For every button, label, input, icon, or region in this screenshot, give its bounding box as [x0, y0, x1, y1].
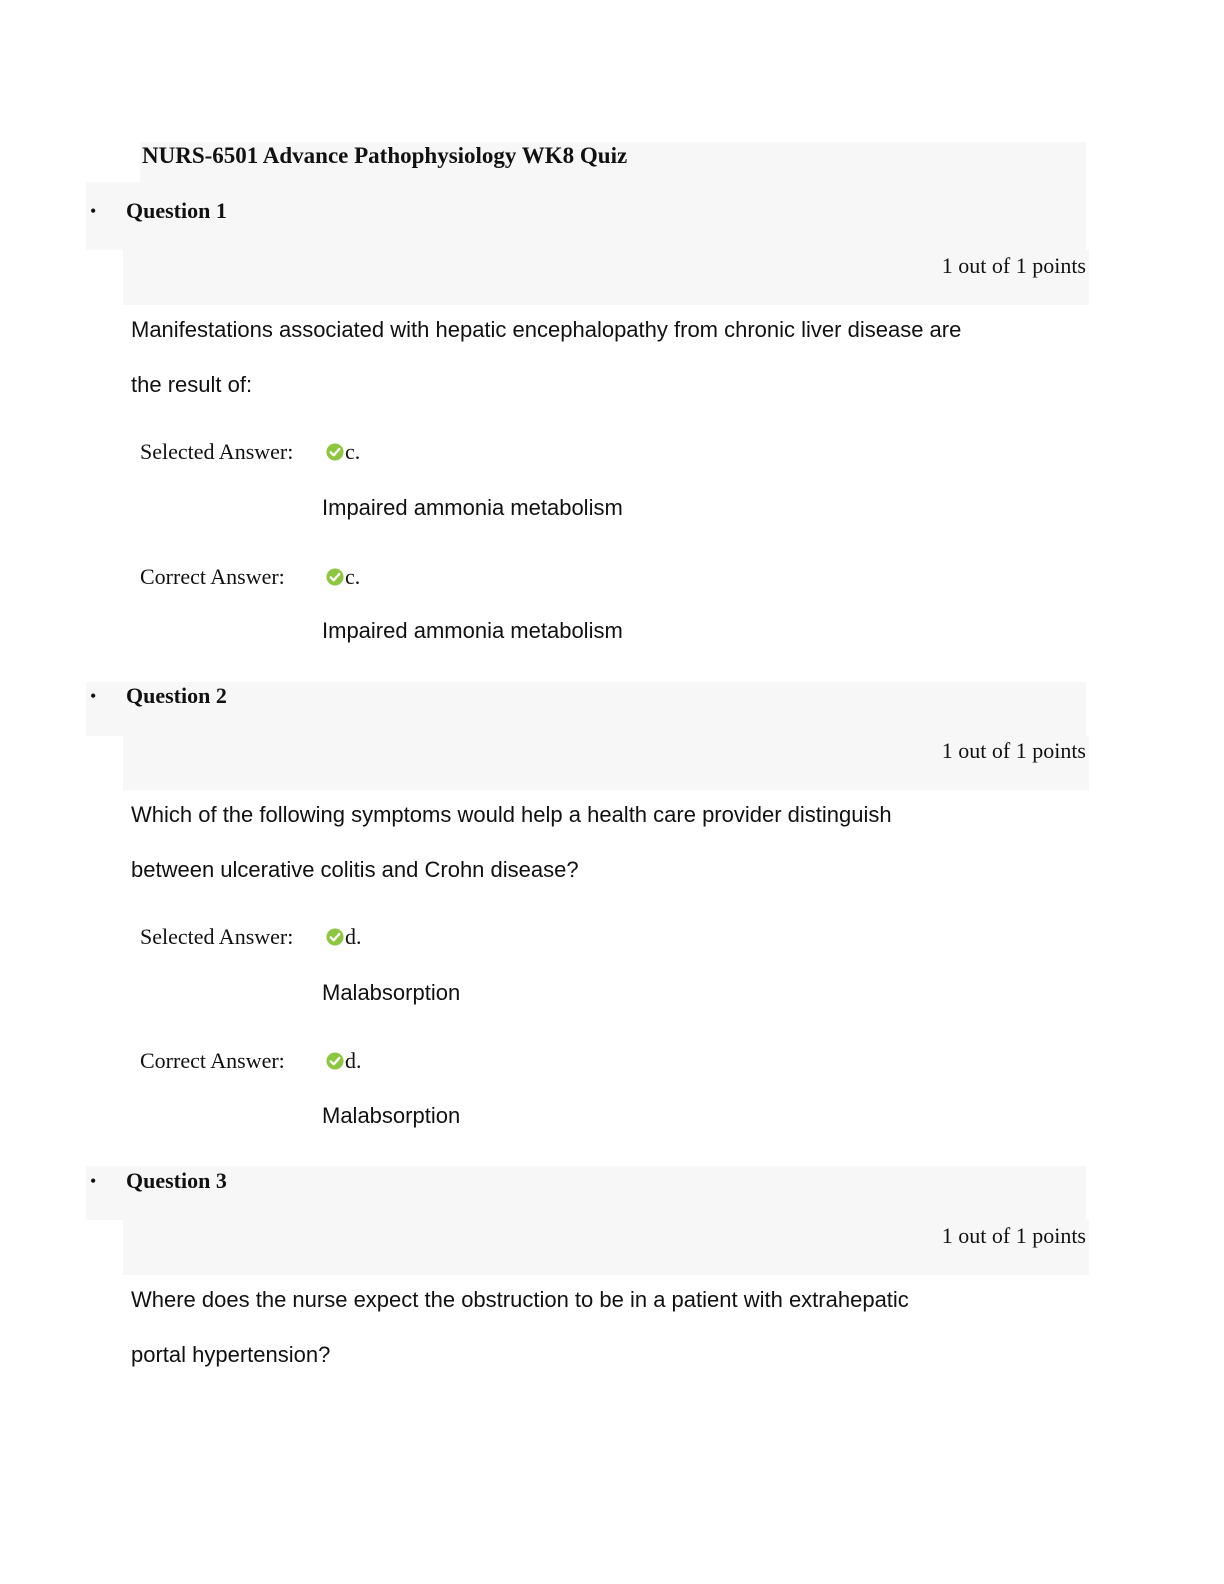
question-text-line: the result of:	[131, 372, 253, 397]
question-header-band	[86, 182, 1086, 250]
correct-answer-letter: d.	[326, 1048, 362, 1074]
correct-answer-label: Correct Answer:	[140, 1048, 285, 1073]
question-points: 1 out of 1 points	[941, 738, 1086, 763]
list-bullet: •	[90, 686, 97, 706]
selected-answer-letter: d.	[326, 924, 362, 950]
question-text-line: Where does the nurse expect the obstruct…	[131, 1287, 909, 1312]
answer-letter: d.	[345, 924, 362, 949]
selected-answer-label: Selected Answer:	[140, 439, 294, 464]
answer-letter: d.	[345, 1048, 362, 1073]
question-text-line: Manifestations associated with hepatic e…	[131, 317, 962, 342]
selected-answer-label: Selected Answer:	[140, 924, 294, 949]
question-points-band	[123, 1220, 1089, 1275]
answer-letter: c.	[345, 439, 361, 464]
question-points: 1 out of 1 points	[941, 1223, 1086, 1248]
list-bullet: •	[90, 201, 97, 221]
correct-answer-text: Impaired ammonia metabolism	[322, 618, 623, 643]
selected-answer-text: Impaired ammonia metabolism	[322, 495, 623, 520]
selected-answer-letter: c.	[326, 439, 360, 465]
question-text-line: portal hypertension?	[131, 1342, 331, 1367]
question-points: 1 out of 1 points	[941, 253, 1086, 278]
list-bullet: •	[90, 1171, 97, 1191]
question-header-band	[86, 1166, 1086, 1220]
question-heading: Question 3	[126, 1168, 227, 1193]
correct-answer-text: Malabsorption	[322, 1103, 461, 1128]
question-heading: Question 1	[126, 198, 227, 223]
page-title: NURS-6501 Advance Pathophysiology WK8 Qu…	[142, 143, 628, 168]
question-header-band	[86, 682, 1086, 736]
check-circle-icon	[326, 568, 344, 586]
question-heading: Question 2	[126, 683, 227, 708]
selected-answer-text: Malabsorption	[322, 980, 461, 1005]
check-circle-icon	[326, 1052, 344, 1070]
question-text-line: between ulcerative colitis and Crohn dis…	[131, 857, 579, 882]
title-band	[140, 142, 1086, 182]
check-circle-icon	[326, 443, 344, 461]
question-points-band	[123, 736, 1089, 790]
correct-answer-letter: c.	[326, 564, 360, 590]
check-circle-icon	[326, 928, 344, 946]
correct-answer-label: Correct Answer:	[140, 564, 285, 589]
answer-letter: c.	[345, 564, 361, 589]
question-text-line: Which of the following symptoms would he…	[131, 802, 892, 827]
question-points-band	[123, 250, 1089, 305]
